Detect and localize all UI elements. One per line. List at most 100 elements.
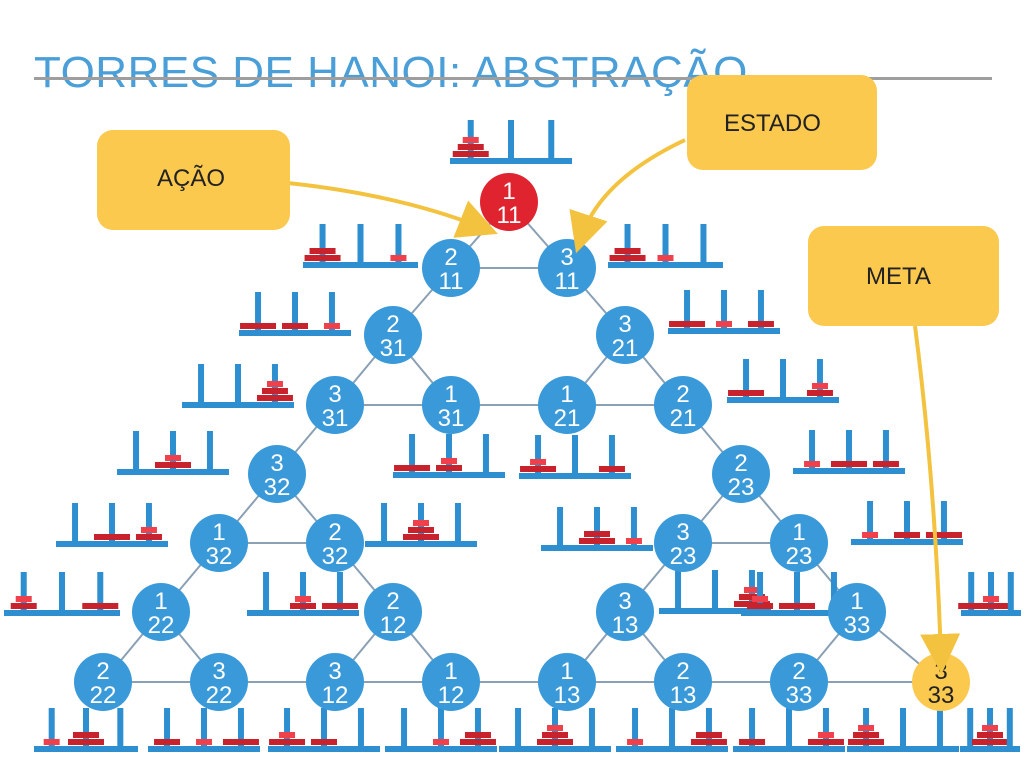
tower-peg [145, 503, 152, 541]
tower-peg [675, 570, 682, 608]
disk-2 [542, 732, 568, 738]
tower-peg [395, 224, 402, 262]
tower-state-icon [450, 120, 572, 164]
disk-1 [817, 732, 834, 738]
tower-state-icon [365, 503, 477, 547]
disk-1 [983, 596, 999, 602]
tower-peg [292, 292, 298, 330]
tower-state-icon [741, 572, 853, 616]
state-node-circle [596, 583, 654, 641]
disk-1 [43, 739, 60, 745]
disk-1 [295, 596, 311, 602]
state-node-top-label: 1 [560, 658, 573, 685]
disk-3 [256, 395, 293, 401]
state-node-circle [538, 653, 596, 711]
tower-base [608, 262, 723, 268]
disk-3 [690, 739, 727, 745]
state-nodes: 1112113112313213311311212213322231322323… [74, 173, 970, 711]
disk-3 [68, 739, 104, 745]
state-node: 212 [364, 583, 422, 641]
meta-arrow [913, 325, 961, 674]
state-node-circle [422, 239, 480, 297]
tower-state-icon [668, 290, 780, 334]
tower-peg [786, 708, 792, 746]
state-node-circle [596, 306, 654, 364]
disk-2 [261, 388, 288, 394]
tower-state-icon [56, 503, 168, 547]
tower-peg [794, 572, 800, 610]
state-node-bottom-label: 13 [612, 612, 639, 639]
callout-meta: META [808, 226, 999, 326]
state-node-bottom-label: 22 [206, 682, 233, 709]
tower-state-icon [385, 708, 497, 752]
tower-peg [684, 290, 691, 328]
tower-state-icon [268, 708, 380, 752]
tower-peg [846, 430, 852, 468]
tower-state-icon [303, 224, 418, 268]
tower-peg [438, 708, 444, 746]
state-node-top-label: 3 [212, 658, 225, 685]
state-node-circle [364, 306, 422, 364]
state-node-bottom-label: 31 [438, 405, 465, 432]
disk-3 [394, 465, 431, 471]
state-node-top-label: 2 [96, 658, 109, 685]
tower-state-icon [960, 708, 1020, 752]
tower-peg [662, 224, 669, 262]
state-node-bottom-label: 32 [322, 543, 349, 570]
disk-2 [695, 732, 722, 738]
disk-2 [872, 461, 899, 467]
disk-2 [738, 594, 765, 600]
tower-peg [712, 570, 718, 608]
tower-peg [508, 120, 514, 158]
disk-1 [279, 732, 296, 738]
tower-peg [83, 708, 89, 746]
state-node-top-label: 3 [328, 381, 341, 408]
tower-peg [164, 708, 171, 746]
tower-state-icon [247, 572, 359, 616]
disk-2 [73, 732, 99, 738]
disk-3 [537, 739, 573, 745]
state-node-bottom-label: 31 [380, 335, 407, 362]
state-node-circle [132, 583, 190, 641]
disk-3 [728, 390, 765, 396]
state-node-circle [74, 653, 132, 711]
tower-peg [59, 572, 65, 610]
tower-peg [206, 431, 213, 469]
state-node: 233 [770, 653, 828, 711]
page-title: TORRES DE HANOI: ABSTRAÇÃO [34, 48, 748, 97]
tower-state-icon [608, 224, 723, 268]
disk-2 [311, 739, 337, 745]
tower-base [117, 469, 229, 475]
tower-peg [630, 507, 637, 545]
tower-peg [867, 501, 874, 539]
state-node-top-label: 3 [270, 450, 283, 477]
state-node-circle [770, 653, 828, 711]
disk-1 [462, 137, 479, 143]
state-node: 111 [480, 173, 538, 231]
disk-2 [584, 531, 610, 537]
tower-base [34, 746, 138, 752]
disk-2 [154, 739, 181, 745]
tower-peg [757, 572, 764, 610]
tower-state-icon [616, 708, 728, 752]
state-node: 133 [828, 583, 886, 641]
tower-peg [401, 708, 408, 746]
tower-peg [572, 435, 578, 473]
disk-3 [579, 538, 615, 544]
state-node-top-label: 2 [734, 450, 747, 477]
tower-state-icon [519, 435, 631, 479]
state-node: 232 [306, 514, 364, 572]
tower-peg [743, 359, 750, 397]
state-icons [4, 120, 1021, 752]
state-node-circle [538, 376, 596, 434]
disk-3 [403, 534, 439, 540]
tower-peg [446, 434, 452, 472]
tower-peg [705, 708, 712, 746]
state-node: 131 [422, 376, 480, 434]
state-node-bottom-label: 13 [670, 682, 697, 709]
state-node-top-label: 3 [618, 311, 631, 338]
tower-base [519, 473, 631, 479]
state-node-top-label: 1 [560, 381, 573, 408]
state-node-bottom-label: 12 [380, 612, 407, 639]
tower-peg [588, 708, 595, 746]
